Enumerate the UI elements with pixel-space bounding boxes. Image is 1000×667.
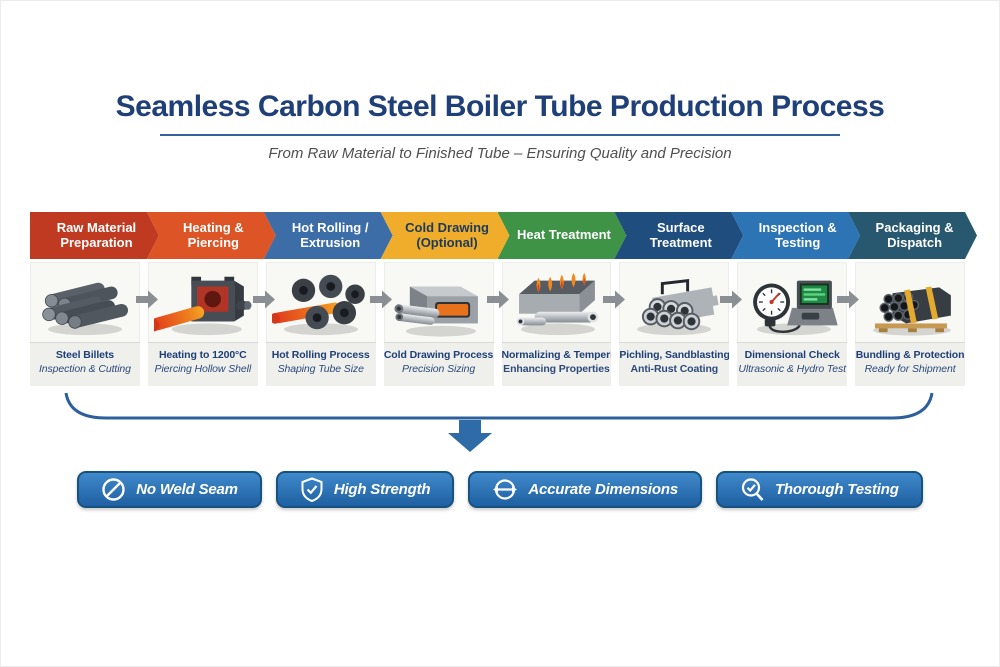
- drawing-die-illustration: [383, 262, 494, 342]
- badge-label: No Weld Seam: [136, 481, 238, 498]
- step-header-heating-piercing: Heating & Piercing: [147, 212, 276, 259]
- caption-title: Steel Billets: [55, 349, 115, 361]
- benefit-badges-row: No Weld Seam High Strength Accurate Dime…: [0, 471, 1000, 508]
- title-underline: [160, 134, 840, 136]
- magnifier-check-icon: [741, 478, 764, 501]
- caption-title: Normalizing & Tempering: [501, 349, 612, 361]
- step-header-hot-rolling: Hot Rolling / Extrusion: [264, 212, 393, 259]
- step-caption: Bundling & Protection Ready for Shipment: [855, 342, 965, 386]
- caption-subtitle: Enhancing Properties: [503, 363, 610, 375]
- badge-accurate-dimensions: Accurate Dimensions: [468, 471, 702, 508]
- rolling-mill-illustration: [265, 262, 376, 342]
- flow-summary-brace: [30, 390, 965, 461]
- caption-subtitle: Ready for Shipment: [864, 363, 956, 375]
- caption-title: Cold Drawing Process: [383, 349, 494, 361]
- step-header-packaging-dispatch: Packaging & Dispatch: [848, 212, 977, 259]
- badge-thorough-testing: Thorough Testing: [715, 471, 923, 508]
- step-caption: Normalizing & Tempering Enhancing Proper…: [501, 342, 612, 386]
- step-body-row: Steel Billets Inspection & Cutting: [30, 262, 965, 386]
- step-caption: Hot Rolling Process Shaping Tube Size: [265, 342, 376, 386]
- down-block-arrow-icon: [448, 420, 492, 452]
- process-step-heating-piercing: Heating to 1200°C Piercing Hollow Shell: [147, 262, 258, 386]
- caption-subtitle: Precision Sizing: [402, 363, 476, 375]
- caption-title: Dimensional Check: [744, 349, 840, 361]
- caption-subtitle: Anti-Rust Coating: [630, 363, 719, 375]
- process-step-packaging-dispatch: Bundling & Protection Ready for Shipment: [855, 262, 965, 386]
- process-step-heat-treatment: Normalizing & Tempering Enhancing Proper…: [501, 262, 612, 386]
- brace-curve: [64, 392, 934, 420]
- caption-title: Pichling, Sandblasting: [619, 349, 730, 361]
- page-subtitle: From Raw Material to Finished Tube – Ens…: [268, 145, 732, 162]
- process-step-raw-material: Steel Billets Inspection & Cutting: [30, 262, 140, 386]
- caption-title: Hot Rolling Process: [271, 349, 370, 361]
- step-arrow-icon: [837, 290, 860, 314]
- process-step-surface-treatment: Pichling, Sandblasting Anti-Rust Coating: [619, 262, 730, 386]
- step-caption: Dimensional Check Ultrasonic & Hydro Tes…: [737, 342, 848, 386]
- page-title: Seamless Carbon Steel Boiler Tube Produc…: [115, 90, 885, 123]
- caption-subtitle: Shaping Tube Size: [277, 363, 364, 375]
- caption-subtitle: Piercing Hollow Shell: [154, 363, 252, 375]
- caption-title: Bundling & Protection: [855, 349, 965, 361]
- treatment-furnace-illustration: [501, 262, 612, 342]
- badge-no-weld-seam: No Weld Seam: [77, 471, 262, 508]
- process-step-cold-drawing: Cold Drawing Process Precision Sizing: [383, 262, 494, 386]
- step-header-heat-treatment: Heat Treatment: [498, 212, 627, 259]
- badge-label: High Strength: [333, 481, 431, 498]
- no-weld-icon: [102, 478, 125, 501]
- gauge-and-tester-illustration: [737, 262, 848, 342]
- step-header-raw-material: Raw Material Preparation: [30, 212, 159, 259]
- badge-high-strength: High Strength: [275, 471, 455, 508]
- step-arrow-icon: [603, 290, 626, 314]
- step-arrow-icon: [135, 290, 158, 314]
- step-caption: Steel Billets Inspection & Cutting: [30, 342, 140, 386]
- polished-tube-bundle-illustration: [619, 262, 730, 342]
- step-header-surface-treatment: Surface Treatment: [614, 212, 743, 259]
- step-header-row: Raw Material Preparation Heating & Pierc…: [30, 212, 965, 259]
- step-arrow-icon: [252, 290, 275, 314]
- caption-subtitle: Ultrasonic & Hydro Test: [738, 363, 846, 375]
- caption-subtitle: Inspection & Cutting: [38, 363, 131, 375]
- badge-label: Thorough Testing: [774, 481, 899, 498]
- steel-billets-illustration: [30, 262, 140, 342]
- step-arrow-icon: [720, 290, 743, 314]
- dimensions-gauge-icon: [493, 479, 518, 500]
- step-arrow-icon: [486, 290, 509, 314]
- caption-title: Heating to 1200°C: [158, 349, 247, 361]
- step-header-inspection-testing: Inspection & Testing: [731, 212, 860, 259]
- piercing-furnace-illustration: [147, 262, 258, 342]
- shield-check-icon: [301, 477, 323, 502]
- step-caption: Heating to 1200°C Piercing Hollow Shell: [147, 342, 258, 386]
- process-step-inspection-testing: Dimensional Check Ultrasonic & Hydro Tes…: [737, 262, 848, 386]
- step-caption: Pichling, Sandblasting Anti-Rust Coating: [619, 342, 730, 386]
- process-step-hot-rolling: Hot Rolling Process Shaping Tube Size: [265, 262, 376, 386]
- process-flow: Raw Material Preparation Heating & Pierc…: [30, 212, 965, 386]
- step-arrow-icon: [369, 290, 392, 314]
- badge-label: Accurate Dimensions: [528, 481, 678, 498]
- header: Seamless Carbon Steel Boiler Tube Produc…: [0, 0, 1000, 162]
- strapped-bundle-illustration: [855, 262, 965, 342]
- step-header-cold-drawing: Cold Drawing (Optional): [381, 212, 510, 259]
- step-caption: Cold Drawing Process Precision Sizing: [383, 342, 494, 386]
